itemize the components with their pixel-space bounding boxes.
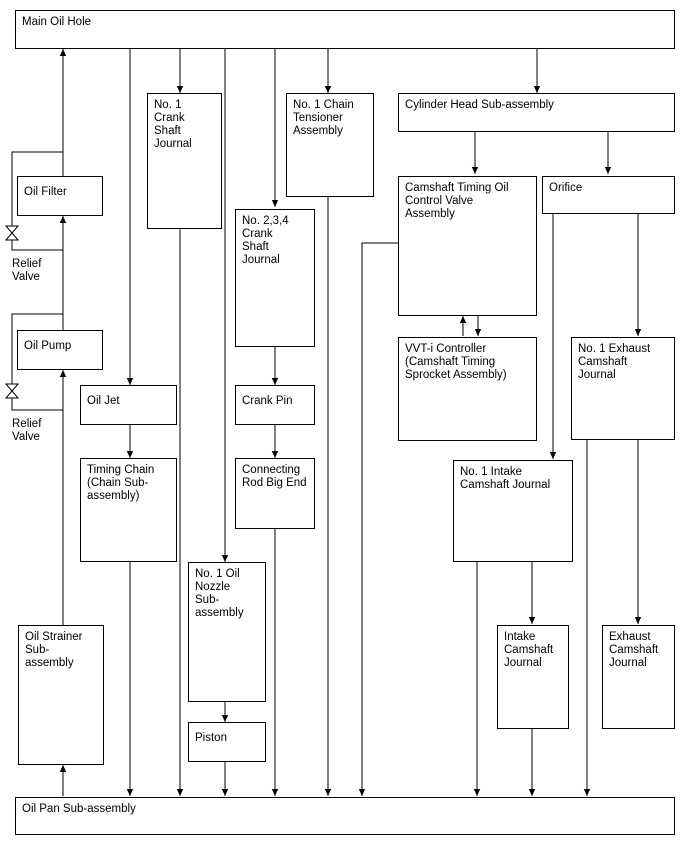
camshaft-ocv-box: Camshaft Timing Oil Control Valve Assemb… — [398, 176, 537, 316]
relief-bypass-upper-line — [11, 151, 63, 251]
chain-tensioner-box: No. 1 Chain Tensioner Assembly — [286, 93, 374, 197]
relief-bypass-lower-line — [11, 313, 63, 411]
connecting-rod-box: Connecting Rod Big End — [235, 458, 315, 529]
intake-journal-1-box: No. 1 Intake Camshaft Journal — [453, 460, 573, 562]
oil-strainer-box: Oil Strainer Sub- assembly — [18, 625, 104, 765]
piston-box: Piston — [188, 722, 266, 762]
main-oil-hole-box: Main Oil Hole — [15, 10, 675, 49]
oil-jet-box: Oil Jet — [80, 385, 177, 425]
intake-journal-box: Intake Camshaft Journal — [497, 625, 569, 729]
exhaust-journal-1-box: No. 1 Exhaust Camshaft Journal — [571, 337, 675, 440]
oil-nozzle-box: No. 1 Oil Nozzle Sub- assembly — [188, 562, 266, 702]
relief-valve-icon-lower — [4, 383, 20, 399]
oil-pump-box: Oil Pump — [17, 330, 103, 370]
relief-valve-icon-upper — [4, 225, 20, 241]
exhaust-journal-box: Exhaust Camshaft Journal — [602, 625, 675, 729]
ocv-to-oilpan-line — [358, 242, 398, 796]
crank-pin-box: Crank Pin — [235, 385, 315, 425]
crank-journal-1-box: No. 1 Crank Shaft Journal — [147, 93, 222, 229]
vvti-controller-box: VVT-i Controller (Camshaft Timing Sprock… — [398, 337, 537, 441]
cylinder-head-box: Cylinder Head Sub-assembly — [398, 93, 675, 132]
relief-valve-label-1: Relief Valve — [12, 258, 42, 283]
timing-chain-box: Timing Chain (Chain Sub- assembly) — [80, 458, 177, 562]
orifice-box: Orifice — [542, 176, 675, 214]
relief-valve-label-2: Relief Valve — [12, 418, 42, 443]
crank-journal-234-box: No. 2,3,4 Crank Shaft Journal — [235, 209, 315, 347]
oil-filter-box: Oil Filter — [17, 176, 103, 216]
oil-pan-box: Oil Pan Sub-assembly — [15, 797, 675, 835]
